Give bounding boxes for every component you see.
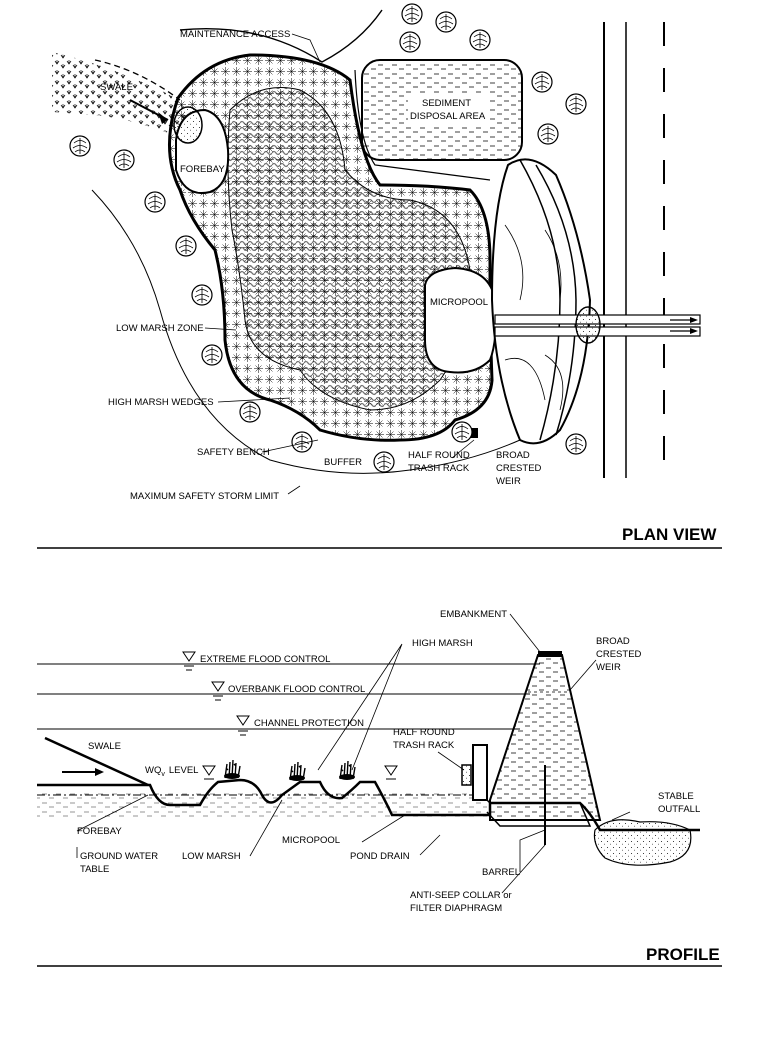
plan-leaders bbox=[204, 33, 475, 495]
tree-icon bbox=[435, 11, 457, 33]
tree-icon bbox=[537, 123, 559, 145]
label-stable-1: STABLE bbox=[658, 791, 694, 802]
tree-icon bbox=[531, 71, 553, 93]
tree-icon bbox=[175, 235, 197, 257]
label-ground-water-1: GROUND WATER bbox=[80, 851, 158, 862]
storm-limit-line bbox=[91, 189, 521, 474]
riser-structure bbox=[472, 744, 488, 801]
tree-icon bbox=[239, 401, 261, 423]
inflow-arrowhead bbox=[95, 768, 104, 776]
high-marsh-plant-icon bbox=[288, 761, 306, 782]
label-overbank-flood: OVERBANK FLOOD CONTROL bbox=[228, 684, 365, 695]
outlet-riprap bbox=[575, 306, 601, 344]
half-round-trash-rack bbox=[461, 764, 472, 786]
label-low-marsh-zone: LOW MARSH ZONE bbox=[116, 323, 204, 334]
trash-rack-mark bbox=[470, 428, 478, 438]
sediment-label-bg bbox=[408, 93, 490, 125]
label-embankment: EMBANKMENT bbox=[440, 609, 507, 620]
label-trash-rack-1: HALF ROUND bbox=[408, 450, 470, 461]
label-swale: SWALE bbox=[88, 741, 121, 752]
soil-hatching bbox=[37, 790, 487, 818]
profile-leaders bbox=[76, 613, 631, 894]
swale-arrowhead bbox=[158, 112, 168, 124]
label-safety-bench: SAFETY BENCH bbox=[197, 447, 270, 458]
tree-icon bbox=[373, 451, 395, 473]
label-pond-drain: POND DRAIN bbox=[350, 851, 410, 862]
wqv-level: LEVEL bbox=[169, 765, 199, 776]
label-anti-seep-1: ANTI-SEEP COLLAR or bbox=[410, 890, 512, 901]
wqv-main: WQ bbox=[145, 765, 161, 776]
swale-edge bbox=[94, 59, 181, 101]
label-weir-3: WEIR bbox=[496, 476, 521, 487]
label-sediment-1: SEDIMENT bbox=[422, 98, 471, 109]
label-trash-rack-2: TRASH RACK bbox=[408, 463, 470, 474]
label-trash-rack-1: HALF ROUND bbox=[393, 727, 455, 738]
label-forebay: FOREBAY bbox=[180, 164, 225, 175]
label-weir-2: CRESTED bbox=[496, 463, 542, 474]
wqv-sub: v bbox=[161, 771, 165, 778]
tree-icon bbox=[69, 135, 91, 157]
outlet-arrowhead-1 bbox=[690, 317, 698, 323]
tree-icon bbox=[399, 31, 421, 53]
label-forebay: FOREBAY bbox=[77, 826, 122, 837]
embankment-profile bbox=[489, 654, 602, 821]
profile-title: PROFILE bbox=[646, 945, 720, 964]
label-low-marsh: LOW MARSH bbox=[182, 851, 241, 862]
high-marsh-plant-icon bbox=[338, 760, 356, 781]
label-anti-seep-2: FILTER DIAPHRAGM bbox=[410, 903, 502, 914]
plan-view-title: PLAN VIEW bbox=[622, 525, 717, 544]
label-weir-1: BROAD bbox=[596, 636, 630, 647]
label-ground-water-2: TABLE bbox=[80, 864, 109, 875]
label-stable-2: OUTFALL bbox=[658, 804, 700, 815]
embankment-crest bbox=[538, 651, 562, 657]
tree-icon bbox=[565, 93, 587, 115]
forebay-riprap bbox=[173, 106, 203, 144]
profile-view: EMBANKMENT HIGH MARSH BROAD CRESTED WEIR… bbox=[37, 609, 722, 967]
tree-icon bbox=[201, 344, 223, 366]
micropool bbox=[424, 266, 497, 374]
label-maintenance-access: MAINTENANCE ACCESS bbox=[180, 29, 290, 40]
high-marsh-plant-icon bbox=[223, 759, 241, 780]
label-wqv: WQv LEVEL bbox=[145, 765, 198, 778]
outlet-arrowhead-2 bbox=[690, 328, 698, 334]
label-extreme-flood: EXTREME FLOOD CONTROL bbox=[200, 654, 330, 665]
plan-view: MAINTENANCE ACCESS SWALE SEDIMENT DISPOS… bbox=[37, 3, 722, 549]
tree-icon bbox=[565, 433, 587, 455]
stable-outfall bbox=[593, 819, 692, 866]
label-micropool: MICROPOOL bbox=[282, 835, 340, 846]
label-micropool: MICROPOOL bbox=[430, 297, 488, 308]
label-weir-2: CRESTED bbox=[596, 649, 642, 660]
label-swale: SWALE bbox=[100, 82, 133, 93]
weir-crest-line-2 bbox=[535, 164, 577, 436]
label-buffer: BUFFER bbox=[324, 457, 362, 468]
label-barrel: BARREL bbox=[482, 867, 520, 878]
access-road-upper bbox=[179, 9, 383, 63]
barrel-pipe bbox=[486, 799, 592, 827]
swale-slope bbox=[44, 736, 149, 787]
label-high-marsh: HIGH MARSH bbox=[412, 638, 473, 649]
tree-icon bbox=[451, 421, 473, 443]
label-weir-1: BROAD bbox=[496, 450, 530, 461]
tree-icon bbox=[469, 29, 491, 51]
outlet-flow-arrows bbox=[670, 319, 690, 332]
label-high-marsh-wedges: HIGH MARSH WEDGES bbox=[108, 397, 214, 408]
label-weir-3: WEIR bbox=[596, 662, 621, 673]
tree-icon bbox=[191, 284, 213, 306]
label-trash-rack-2: TRASH RACK bbox=[393, 740, 455, 751]
label-sediment-2: DISPOSAL AREA bbox=[410, 111, 486, 122]
label-channel-protection: CHANNEL PROTECTION bbox=[254, 718, 364, 729]
level-markers bbox=[182, 651, 398, 780]
weir-hatching bbox=[504, 224, 564, 411]
tree-icon bbox=[401, 3, 423, 25]
maintenance-path bbox=[354, 69, 491, 181]
swale-area bbox=[52, 52, 188, 140]
label-max-storm: MAXIMUM SAFETY STORM LIMIT bbox=[130, 491, 279, 502]
low-marsh-zone bbox=[227, 87, 472, 411]
tree-icon bbox=[113, 149, 135, 171]
tree-icon bbox=[144, 191, 166, 213]
